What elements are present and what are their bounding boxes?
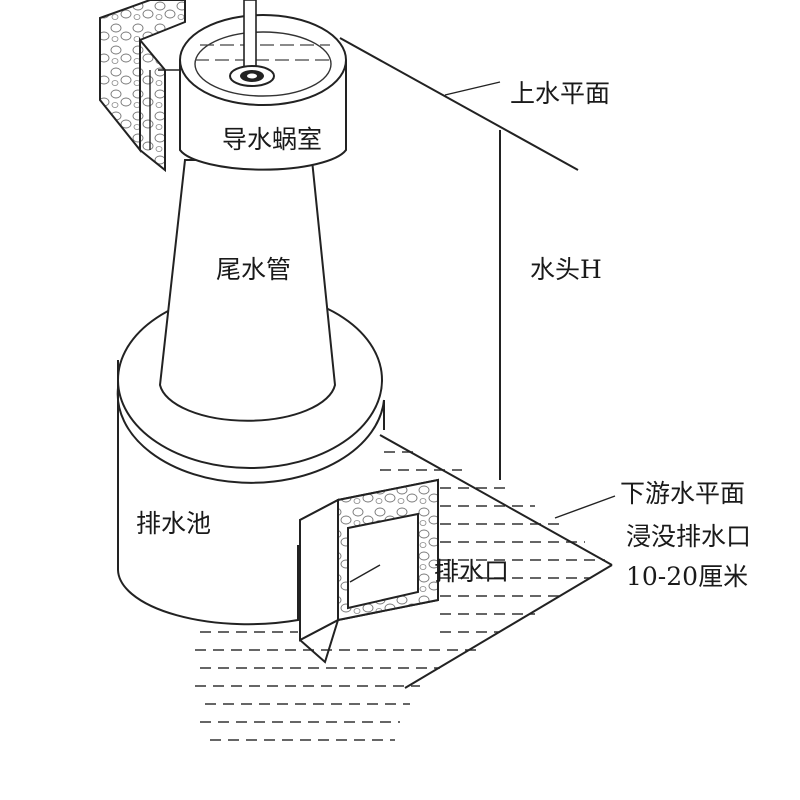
label-outlet: 排水口 [434,557,509,586]
downstream-water-outline [379,434,613,689]
label-head: 水头H [530,255,602,284]
label-lower-level: 下游水平面 [620,479,745,508]
label-pool: 排水池 [136,509,211,538]
label-submerge: 浸没排水口 [626,522,751,551]
volute-chamber [99,0,347,173]
draft-tube [158,159,337,422]
label-draft-tube: 尾水管 [216,255,291,284]
head-indicator [339,37,616,519]
label-upper-level: 上水平面 [510,79,610,108]
label-volute: 导水蜗室 [222,125,322,154]
label-depth: 10-20厘米 [626,562,748,591]
downstream-water [190,451,605,741]
drain-outlet [299,478,439,664]
